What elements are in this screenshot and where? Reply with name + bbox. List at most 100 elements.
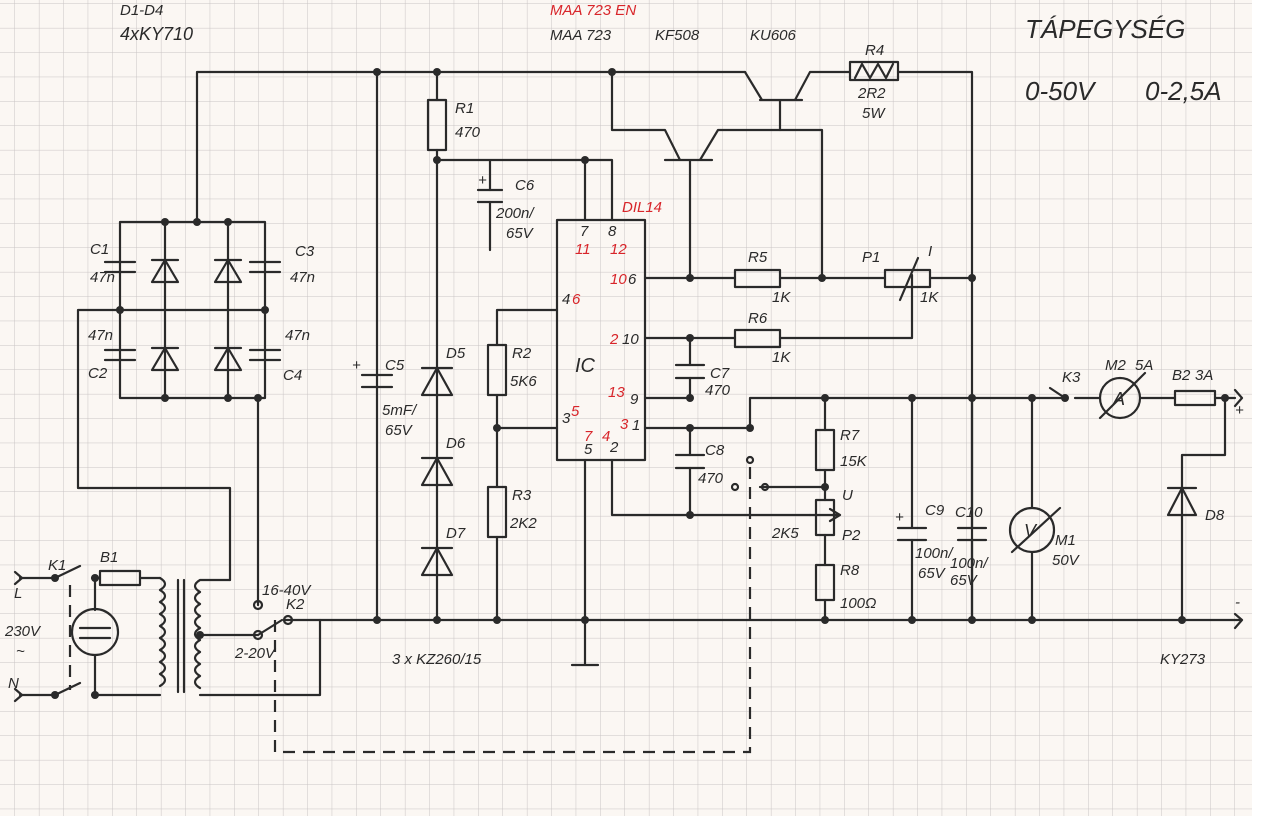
- component-label: 5mF/: [382, 402, 418, 419]
- diode-d8: [1166, 486, 1198, 517]
- component-label: 3A: [1195, 367, 1213, 384]
- component-label: 9: [630, 391, 639, 408]
- component-label: C1: [90, 241, 109, 258]
- component-label: R7: [840, 427, 860, 444]
- component-label: L: [14, 585, 22, 602]
- component-label: D6: [446, 435, 466, 452]
- component-label: 470: [705, 382, 731, 399]
- component-label: R5: [748, 249, 768, 266]
- component-label: C10: [955, 504, 983, 521]
- component-label: 5: [571, 403, 580, 420]
- component-label: I: [928, 243, 932, 260]
- component-label: U: [842, 487, 853, 504]
- component-label: 1K: [772, 349, 791, 366]
- component-label: 2-20V: [234, 645, 277, 662]
- capacitor-c6: [476, 188, 504, 204]
- graph-paper-grid: [0, 0, 1252, 816]
- component-label: -: [1235, 594, 1240, 611]
- component-label: 1K: [920, 289, 939, 306]
- capacitors-c1-c4: [103, 260, 282, 362]
- component-label: 8: [608, 223, 617, 240]
- component-label: MAA 723: [550, 27, 612, 44]
- component-label: 200n/: [495, 205, 535, 222]
- component-label: 3: [562, 410, 571, 427]
- spec-current: 0-2,5A: [1145, 76, 1222, 106]
- component-label: R2: [512, 345, 532, 362]
- component-label: 3: [620, 416, 629, 433]
- component-label: R3: [512, 487, 532, 504]
- paper-margin: [1252, 0, 1280, 816]
- component-label: 2R2: [857, 85, 886, 102]
- ammeter-m2: [1098, 376, 1142, 420]
- component-label: M1: [1055, 532, 1076, 549]
- resistor-r3: [486, 485, 508, 539]
- component-label: 100n/: [950, 555, 989, 572]
- component-label: 470: [455, 124, 481, 141]
- component-label: 50V: [1052, 552, 1081, 569]
- component-label: 10: [610, 271, 627, 288]
- p1-wiper: [898, 256, 920, 302]
- component-label: D7: [446, 525, 466, 542]
- switch-k2: [282, 614, 294, 626]
- ganged-switch-link: [273, 460, 752, 754]
- component-label: 6: [572, 291, 581, 308]
- component-label: +: [1235, 402, 1244, 419]
- component-label: 5W: [862, 105, 886, 122]
- capacitors-c7-c8: [674, 363, 706, 470]
- indicator-lamp: [70, 607, 120, 657]
- component-label: 7: [580, 223, 589, 240]
- component-label: DIL14: [622, 199, 662, 216]
- component-label: V: [1024, 521, 1038, 541]
- fuse-b2: [1173, 389, 1217, 407]
- component-label: D8: [1205, 507, 1225, 524]
- bridge-diodes: [150, 258, 243, 372]
- resistor-r8: [814, 563, 836, 602]
- component-label: 4xKY710: [120, 24, 193, 44]
- component-label: R8: [840, 562, 860, 579]
- component-label: 3 x KZ260/15: [392, 651, 482, 668]
- component-label: 47n: [285, 327, 310, 344]
- component-label: 230V: [4, 623, 42, 640]
- component-label: 2K5: [771, 525, 799, 542]
- component-label: K1: [48, 557, 66, 574]
- component-label: 4: [602, 428, 610, 445]
- component-label: 65V: [918, 565, 947, 582]
- component-label: 5A: [1135, 357, 1153, 374]
- p2-wiper: [808, 507, 842, 523]
- component-label: 47n: [290, 269, 315, 286]
- component-label: C5: [385, 357, 405, 374]
- component-label: 1: [632, 417, 640, 434]
- component-label: P2: [842, 527, 861, 544]
- component-label: KU606: [750, 27, 797, 44]
- component-label: A: [1112, 389, 1125, 409]
- component-label: +: [895, 509, 904, 526]
- spec-voltage: 0-50V: [1025, 76, 1097, 106]
- component-label: B1: [100, 549, 118, 566]
- component-label: C7: [710, 365, 730, 382]
- labels: TÁPEGYSÉG 0-50V 0-2,5A D1-D4 4xKY710 MAA…: [4, 2, 1244, 692]
- component-label: 1K: [772, 289, 791, 306]
- components: [13, 60, 1244, 703]
- component-label: ~: [16, 643, 25, 660]
- component-label: K2: [286, 596, 305, 613]
- component-label: 11: [575, 241, 591, 258]
- component-label: 5: [584, 441, 593, 458]
- junction-dots: [51, 68, 1229, 699]
- component-label: 6: [628, 271, 637, 288]
- component-label: +: [478, 172, 487, 189]
- component-label: R1: [455, 100, 474, 117]
- component-label: 13: [608, 384, 625, 401]
- component-label: C9: [925, 502, 945, 519]
- component-label: 47n: [88, 327, 113, 344]
- component-label: 65V: [506, 225, 535, 242]
- capacitor-c5: [360, 373, 394, 389]
- component-label: B2: [1172, 367, 1191, 384]
- component-label: 2: [609, 439, 619, 456]
- transformer-core: [176, 578, 186, 694]
- voltmeter-m1: [1008, 506, 1056, 554]
- component-label: KF508: [655, 27, 700, 44]
- component-label: 15K: [840, 453, 868, 470]
- component-label: P1: [862, 249, 880, 266]
